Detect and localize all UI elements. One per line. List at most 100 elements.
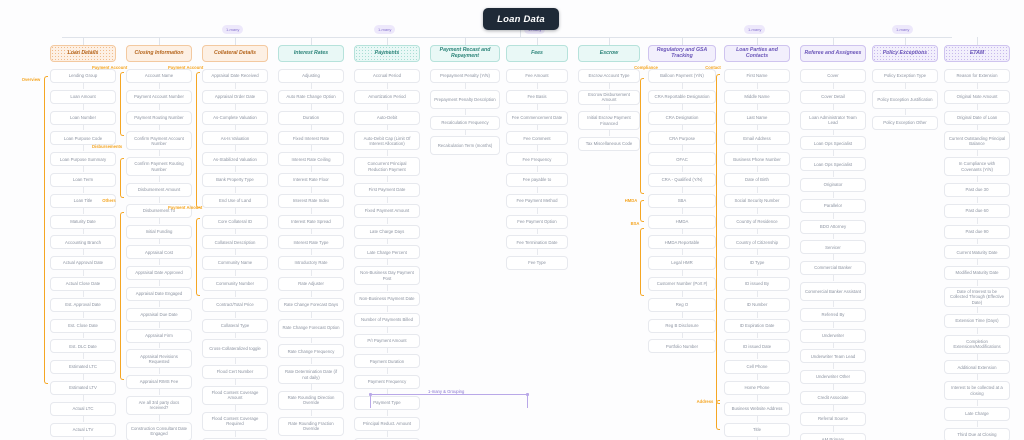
field-node[interactable]: Appraisal Cost	[126, 245, 192, 266]
group-header-interest-rates[interactable]: Interest Rates	[278, 45, 344, 62]
field-node[interactable]: Loan Administrator Team Lead	[800, 110, 866, 136]
field-node[interactable]: Loan Term	[50, 172, 116, 193]
field-node[interactable]: ID Number	[724, 297, 790, 318]
field-node[interactable]: Fixed Interest Rate	[278, 131, 344, 152]
field-node[interactable]: Date of Birth	[724, 172, 790, 193]
field-node[interactable]: Payment Frequency	[354, 375, 420, 396]
field-node[interactable]: Loan Ops Specialist	[800, 157, 866, 178]
field-node[interactable]: Account Name	[126, 69, 192, 89]
field-node[interactable]: Loan Ops Specialist	[800, 136, 866, 157]
field-node[interactable]: Non-Business Payment Date	[354, 291, 420, 312]
field-node[interactable]: HMDA Reportable	[648, 235, 716, 256]
field-node[interactable]: Credit Associate	[800, 390, 866, 411]
field-node[interactable]: Auto-Debit	[354, 110, 420, 131]
field-node[interactable]: Country of Residence	[724, 214, 790, 235]
field-node[interactable]: As-Complete Valuation	[202, 110, 268, 131]
field-node[interactable]: Concurrent Principal Reduction Payment	[354, 157, 420, 183]
field-node[interactable]: Servicer	[800, 240, 866, 261]
group-header-closing-information[interactable]: Closing Information	[126, 45, 192, 62]
field-node[interactable]: CRA Purpose	[648, 131, 716, 152]
field-node[interactable]: Fee Comment	[506, 131, 568, 152]
group-header-collateral-details[interactable]: Collateral Details	[202, 45, 268, 62]
field-node[interactable]: Appraisal Due Date	[126, 307, 192, 328]
field-node[interactable]: Interest Rate Ceiling	[278, 152, 344, 173]
field-node[interactable]: Payment Duration	[354, 354, 420, 375]
field-node[interactable]: Extension Time (Days)	[944, 313, 1010, 334]
field-node[interactable]: Flood Content Coverage Amount	[202, 385, 268, 411]
field-node[interactable]: Disbursement To	[126, 203, 192, 224]
field-node[interactable]: Recalculation Frequency	[430, 115, 500, 136]
group-header-referee-assignees[interactable]: Referee and Assignees	[800, 45, 866, 62]
field-node[interactable]: Rate Adjuster	[278, 276, 344, 297]
field-node[interactable]: Rate Change Frequency	[278, 344, 344, 365]
field-node[interactable]: Contract/Total Price	[202, 297, 268, 318]
field-node[interactable]: Interest Rate Floor	[278, 172, 344, 193]
field-node[interactable]: Non-Business Day Payment Post	[354, 266, 420, 292]
group-header-loan-parties-contacts[interactable]: Loan Parties and Contacts	[724, 45, 790, 62]
field-node[interactable]: Modified Maturity Date	[944, 266, 1010, 287]
field-node[interactable]: Accrual Period	[354, 69, 420, 89]
field-node[interactable]: Date of Interest to be Collected Through…	[944, 286, 1010, 314]
field-node[interactable]: Title	[724, 422, 790, 440]
field-node[interactable]: Loan Amount	[50, 89, 116, 110]
field-node[interactable]: Fee Basis	[506, 89, 568, 110]
field-node[interactable]: Cover	[800, 69, 866, 89]
field-node[interactable]: Collateral Type	[202, 318, 268, 339]
field-node[interactable]: Fee Payment Method	[506, 193, 568, 214]
field-node[interactable]: Interest Rate Index	[278, 193, 344, 214]
field-node[interactable]: Accounting Branch	[50, 235, 116, 256]
field-node[interactable]: As-Is Valuation	[202, 131, 268, 152]
field-node[interactable]: Policy Exception Type	[872, 69, 938, 89]
field-node[interactable]: Completion Extensions/Modifications	[944, 334, 1010, 360]
field-node[interactable]: Initial Funding	[126, 224, 192, 245]
field-node[interactable]: Fee payable to	[506, 172, 568, 193]
field-node[interactable]: Middle Name	[724, 89, 790, 110]
field-node[interactable]: Original Note Amount	[944, 89, 1010, 110]
field-node[interactable]: Commercial Banker	[800, 261, 866, 282]
field-node[interactable]: Initial Escrow Payment Financed	[578, 111, 640, 137]
group-header-escrow[interactable]: Escrow	[578, 45, 640, 62]
field-node[interactable]: AM Primary	[800, 432, 866, 440]
group-header-regulatory-gsa-tracking[interactable]: Regulatory and GSA Tracking	[648, 45, 716, 62]
field-node[interactable]: Appraisal Revisions Requested	[126, 349, 192, 375]
field-node[interactable]: Disbursement Amount	[126, 182, 192, 203]
field-node[interactable]: Est. Approval Date	[50, 297, 116, 318]
field-node[interactable]: Rate Determination Date (if not daily)	[278, 365, 344, 391]
field-node[interactable]: SBA	[648, 193, 716, 214]
field-node[interactable]: P/I Payment Amount	[354, 333, 420, 354]
field-node[interactable]: OFAC	[648, 152, 716, 173]
field-node[interactable]: Adjusting	[278, 69, 344, 89]
field-node[interactable]: Legal HMR	[648, 256, 716, 277]
field-node[interactable]: Auto Rate Change Option	[278, 89, 344, 110]
group-header-payments[interactable]: Payments	[354, 45, 420, 62]
field-node[interactable]: Cell Phone	[724, 360, 790, 381]
field-node[interactable]: Current Outstanding Principal Balance	[944, 131, 1010, 157]
field-node[interactable]: BDO Attorney	[800, 219, 866, 240]
field-node[interactable]: Interest Rate Type	[278, 235, 344, 256]
field-node[interactable]: Flood Cert Number	[202, 365, 268, 386]
field-node[interactable]: Last Name	[724, 110, 790, 131]
field-node[interactable]: Loan Purpose Summary	[50, 152, 116, 173]
field-node[interactable]: Underwriter Other	[800, 370, 866, 391]
field-node[interactable]: Confirm Payment Routing Number	[126, 157, 192, 183]
field-node[interactable]: Policy Exception Justification	[872, 89, 938, 115]
field-node[interactable]: Loan Title	[50, 193, 116, 214]
field-node[interactable]: Appraisal Order Date	[202, 89, 268, 110]
field-node[interactable]: Collateral Description	[202, 235, 268, 256]
field-node[interactable]: Rate Rounding Direction Override	[278, 390, 344, 416]
field-node[interactable]: Country of Citizenship	[724, 235, 790, 256]
field-node[interactable]: Fee Type	[506, 256, 568, 271]
field-node[interactable]: Fee Commencement Date	[506, 110, 568, 131]
field-node[interactable]: CRA - Qualified (Y/N)	[648, 172, 716, 193]
field-node[interactable]: CRA Designation	[648, 110, 716, 131]
field-node[interactable]: Interest to be collected at a closing	[944, 381, 1010, 407]
field-node[interactable]: Referral Source	[800, 411, 866, 432]
field-node[interactable]: Portfolio Number	[648, 339, 716, 354]
field-node[interactable]: Community Name	[202, 256, 268, 277]
field-node[interactable]: Are all 3rd party docs received?	[126, 395, 192, 421]
field-node[interactable]: Estimated LTV	[50, 380, 116, 401]
field-node[interactable]: Flood Content Coverage Required	[202, 411, 268, 437]
field-node[interactable]: Cross-Collateralized toggle	[202, 339, 268, 365]
field-node[interactable]: Actual Close Date	[50, 276, 116, 297]
field-node[interactable]: Amortization Period	[354, 89, 420, 110]
